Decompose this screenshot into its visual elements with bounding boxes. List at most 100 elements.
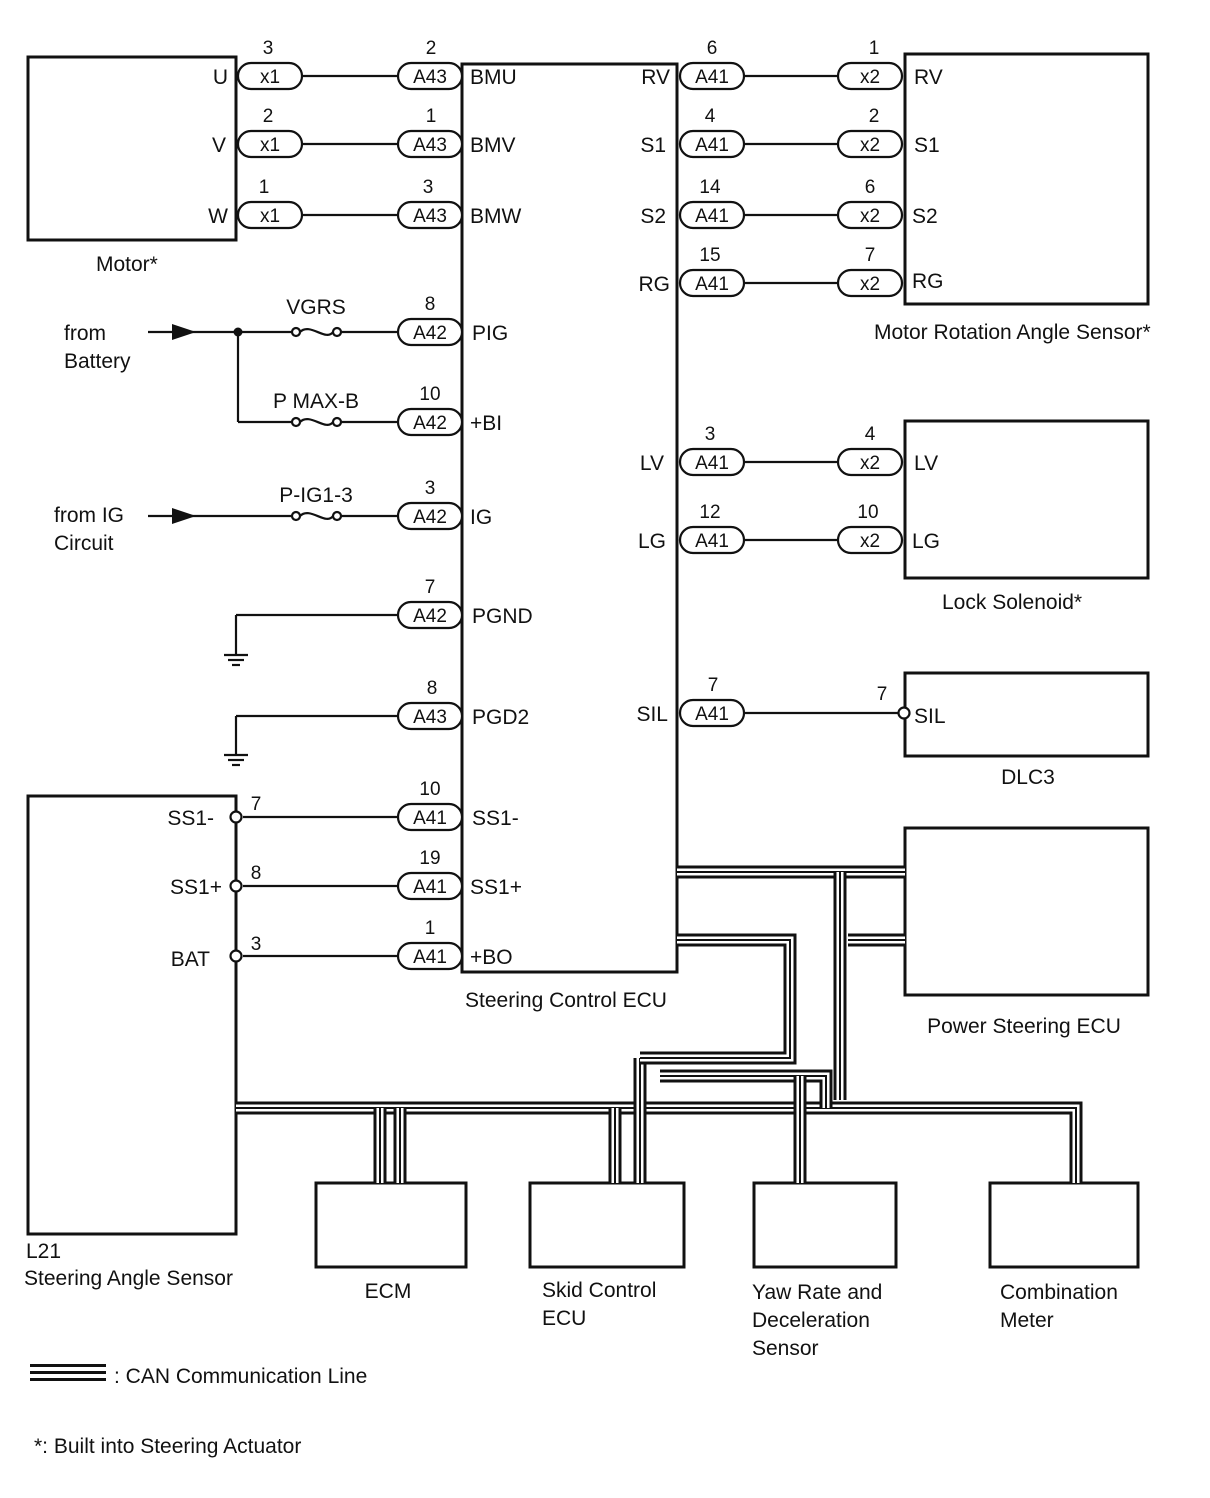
svg-text:A43: A43 [413,67,447,88]
svg-text:BMW: BMW [470,205,522,228]
svg-text:SS1+: SS1+ [470,876,522,899]
can-bus [236,865,1083,1183]
svg-text:x1: x1 [260,135,280,156]
svg-text:BMU: BMU [470,66,517,89]
svg-text:3: 3 [705,424,716,445]
svg-text:SIL: SIL [914,705,946,728]
svg-text:SS1+: SS1+ [170,876,222,899]
terminal-ss1p [229,879,243,893]
power-steering-box [903,826,1150,997]
ground-icon [224,753,248,767]
connector-rg: A41 [678,268,746,298]
ecu-box [460,62,679,974]
svg-text:S2: S2 [912,205,938,228]
can-legend-label: : CAN Communication Line [114,1365,367,1388]
from-battery-label: from [64,322,106,345]
svg-text:BMV: BMV [470,134,516,157]
svg-text:S1: S1 [640,134,666,157]
svg-text:A42: A42 [413,507,447,528]
svg-text:x2: x2 [860,206,880,227]
svg-text:SS1-: SS1- [472,807,519,830]
svg-text:4: 4 [865,424,876,445]
svg-text:14: 14 [699,177,721,198]
steering-sensor-box [26,794,238,1236]
motor-label: Motor* [96,253,158,276]
connector-bmu: A43 [396,61,464,91]
connector-ig: A42 [396,501,464,531]
combination-meter-label: Combination [1000,1281,1118,1304]
connector-x1-w: x1 [236,200,304,230]
yaw-rate-label: Yaw Rate and [752,1281,882,1304]
combination-meter-label: Meter [1000,1309,1054,1332]
svg-text:A43: A43 [413,707,447,728]
can-legend-icon [30,1364,106,1381]
svg-text:x2: x2 [860,135,880,156]
svg-text:2: 2 [263,106,274,127]
yaw-rate-box [752,1181,898,1269]
svg-text:LG: LG [912,530,940,553]
ig-arrow [172,508,196,524]
connector-x2-lg: x2 [836,525,904,555]
svg-text:3: 3 [425,478,436,499]
connector-ss1m: A41 [396,802,464,832]
motor-box [26,55,238,242]
svg-text:7: 7 [251,794,262,815]
svg-text:12: 12 [699,502,720,523]
connector-sil: A41 [678,698,746,728]
power-steering-label: Power Steering ECU [927,1015,1121,1038]
connector-x1-v: x1 [236,129,304,159]
yaw-rate-label: Deceleration [752,1309,870,1332]
svg-text:A43: A43 [413,206,447,227]
fuse-pmaxb-icon [290,416,343,428]
svg-text:A41: A41 [695,531,729,552]
connector-lv: A41 [678,447,746,477]
svg-text:1: 1 [259,177,270,198]
connector-bmw: A43 [396,200,464,230]
svg-text:A42: A42 [413,323,447,344]
connector-pig: A42 [396,317,464,347]
svg-text:7: 7 [865,245,876,266]
svg-text:A41: A41 [413,947,447,968]
svg-text:8: 8 [251,863,262,884]
svg-text:A41: A41 [413,808,447,829]
svg-text:1: 1 [426,106,437,127]
svg-text:RG: RG [639,273,671,296]
connector-pgnd: A42 [396,600,464,630]
pin-numbers: 3 2 1 2 1 3 8 10 3 7 8 10 19 1 6 4 14 15… [251,38,888,955]
svg-text:A41: A41 [695,274,729,295]
connector-s1: A41 [678,129,746,159]
connector-x2-lv: x2 [836,447,904,477]
connector-bmv: A43 [396,129,464,159]
svg-text:BAT: BAT [171,948,210,971]
svg-text:3: 3 [251,934,262,955]
svg-text:x2: x2 [860,67,880,88]
ground-icon [224,653,248,667]
lock-solenoid-label: Lock Solenoid* [942,591,1082,614]
connector-s2: A41 [678,200,746,230]
svg-text:A41: A41 [695,206,729,227]
svg-text:2: 2 [426,38,437,59]
connector-x2-s2: x2 [836,200,904,230]
svg-text:1: 1 [869,38,880,59]
svg-text:W: W [208,205,228,228]
svg-text:x2: x2 [860,453,880,474]
svg-text:x2: x2 [860,531,880,552]
lock-solenoid-box [903,419,1150,580]
terminal-names: U V W BMU BMV BMW PIG +BI IG PGND PGD2 S… [167,66,945,971]
svg-text:6: 6 [865,177,876,198]
terminal-dlc3-sil [897,706,911,720]
from-ig-label: Circuit [54,532,114,555]
svg-text:RG: RG [912,270,944,293]
svg-text:S2: S2 [640,205,666,228]
wires [148,74,898,958]
svg-text:x1: x1 [260,67,280,88]
connector-pgd2: A43 [396,701,464,731]
svg-text:8: 8 [427,678,438,699]
combination-meter-box [988,1181,1140,1269]
terminal-bat [229,949,243,963]
svg-text:4: 4 [705,106,716,127]
svg-text:+BO: +BO [470,946,513,969]
from-ig-label: from IG [54,504,124,527]
fuse-pig13-label: P-IG1-3 [279,484,353,507]
